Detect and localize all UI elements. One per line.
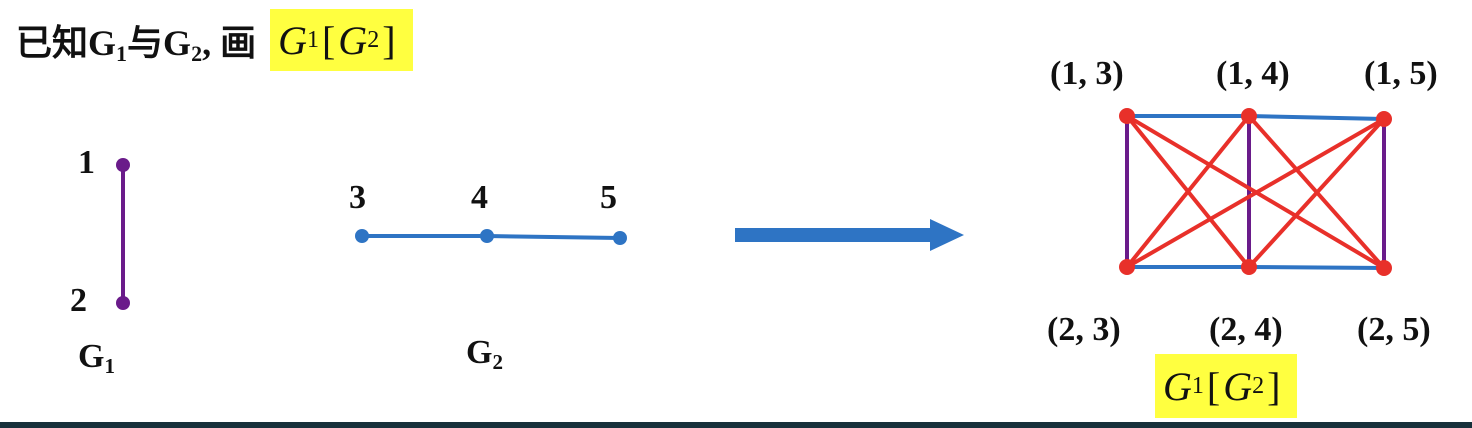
g1-name-label: G1 [78, 338, 115, 378]
composition-cross-edge [1126, 117, 1385, 269]
graph-g2: 3 4 5 [349, 179, 627, 245]
g2-vertex-5 [613, 231, 627, 245]
composition-label-1-5: (1, 5) [1364, 55, 1438, 92]
g2-name-label: G2 [466, 334, 503, 374]
graph-g1: 1 2 [70, 144, 130, 319]
title-g1: G1 [88, 22, 128, 66]
composition-vertex [1119, 108, 1135, 124]
g1-vertex-label-2: 2 [70, 282, 87, 319]
g1-vertex-1 [116, 158, 130, 172]
right-arrow-icon [735, 219, 964, 251]
g2-vertex-label-4: 4 [471, 179, 488, 216]
g2-vertex-label-3: 3 [349, 179, 366, 216]
g1-vertex-2 [116, 296, 130, 310]
composition-label-1-4: (1, 4) [1216, 55, 1290, 92]
g2-edge [486, 234, 621, 240]
composition-vertex [1241, 259, 1257, 275]
composition-label-1-3: (1, 3) [1050, 55, 1124, 92]
composition-cross-edge [1125, 114, 1251, 269]
composition-vertex [1119, 259, 1135, 275]
composition-g2-edge [1248, 265, 1385, 270]
composition-g2-edge [1248, 114, 1385, 121]
composition-label-2-4: (2, 4) [1209, 311, 1283, 348]
composition-label-2-3: (2, 3) [1047, 311, 1121, 348]
g2-vertex-4 [480, 229, 494, 243]
g2-vertex-3 [355, 229, 369, 243]
composition-vertex [1376, 111, 1392, 127]
g1-vertex-label-1: 1 [78, 144, 95, 181]
composition-label-2-5: (2, 5) [1357, 311, 1431, 348]
composition-cross-edge [1247, 117, 1386, 269]
composition-graph: (1, 3) (1, 4) (1, 5) (2, 3) (2, 4) (2, 5… [1047, 55, 1438, 348]
composition-vertex [1376, 260, 1392, 276]
title-g2: G2 [163, 22, 203, 66]
footer-bar [0, 422, 1472, 428]
composition-vertex [1241, 108, 1257, 124]
g2-vertex-label-5: 5 [600, 179, 617, 216]
